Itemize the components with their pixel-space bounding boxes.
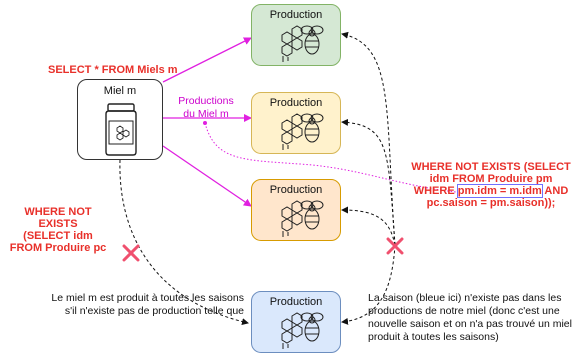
where-right-suffix: AND <box>541 185 569 197</box>
right-dashed-connector-4 <box>341 244 396 325</box>
join-condition-highlight: pm.idm = m.idm <box>456 184 543 198</box>
production-title: Production <box>269 296 323 308</box>
caption-right-line: produit à toutes les saisons) <box>368 331 499 343</box>
where-not-exists-right: WHERE NOT EXISTS (SELECT idm FROM Produi… <box>405 161 577 209</box>
where-left-line: FROM Produire pc <box>9 242 107 254</box>
caption-right-line: La saison (bleue ici) n'existe pas dans … <box>368 292 562 304</box>
production-box-green: Production <box>251 4 341 66</box>
caption-right: La saison (bleue ici) n'existe pas dans … <box>368 292 580 344</box>
production-box-yellow: Production <box>251 92 341 154</box>
productions-link-dot <box>203 121 207 125</box>
arrow-to-production-3 <box>162 145 252 207</box>
where-right-line: pc.saison = pm.saison)); <box>426 197 556 209</box>
caption-left: Le miel m est produit à toutes les saiso… <box>8 292 244 318</box>
left-cross-icon <box>122 244 140 262</box>
production-box-blue: Production <box>251 291 341 353</box>
honeycomb-bee-icon <box>281 200 324 237</box>
production-title: Production <box>269 184 323 196</box>
caption-left-line: s'il n'existe pas de production telle qu… <box>64 305 244 317</box>
where-right-line: idm FROM Produire pm <box>429 173 553 185</box>
productions-link-dotted <box>204 122 457 193</box>
right-dashed-connector-3 <box>341 206 396 246</box>
miel-box: Miel m <box>77 79 163 160</box>
arrow-to-production-1 <box>162 37 252 83</box>
where-left-line: (SELECT idm <box>23 230 93 242</box>
caption-right-line: productions de notre miel (donc c'est un… <box>368 305 560 317</box>
honeycomb-bee-icon <box>281 312 324 349</box>
where-right-prefix: WHERE <box>413 185 458 197</box>
right-cross-icon <box>386 237 404 255</box>
production-box-orange: Production <box>251 179 341 241</box>
caption-right-line: nouvelle saison et on n'a pas trouvé un … <box>368 318 572 330</box>
select-miels-label: SELECT * FROM Miels m <box>48 64 178 76</box>
honeycomb-bee-icon <box>281 113 324 150</box>
productions-label-line: du Miel m <box>183 108 229 120</box>
productions-label-line: Productions <box>178 95 234 107</box>
honey-jar-icon <box>105 103 137 156</box>
honeycomb-bee-icon <box>281 25 324 62</box>
caption-left-line: Le miel m est produit à toutes les saiso… <box>51 292 244 304</box>
productions-du-miel-label: Productions du Miel m <box>170 95 242 121</box>
where-not-exists-left: WHERE NOT EXISTS (SELECT idm FROM Produi… <box>6 206 110 254</box>
where-left-line: WHERE NOT EXISTS <box>24 206 92 230</box>
where-right-line: WHERE pm.idm = m.idm AND <box>405 184 577 198</box>
production-title: Production <box>269 9 323 21</box>
right-dashed-connector-2 <box>341 118 396 246</box>
production-title: Production <box>269 97 323 109</box>
miel-box-title: Miel m <box>103 85 137 97</box>
where-right-line: WHERE NOT EXISTS (SELECT <box>411 161 571 173</box>
